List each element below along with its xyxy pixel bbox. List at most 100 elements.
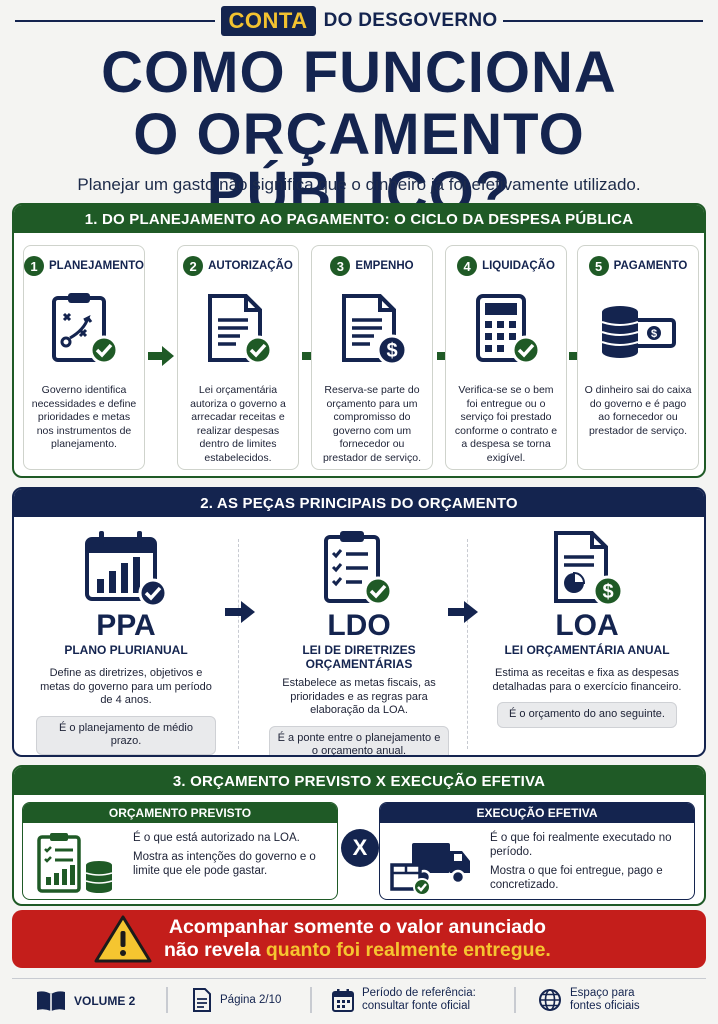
card-text-line-2: Mostra as intenções do governo e o limit… (133, 851, 316, 877)
warning-line-1: Acompanhar somente o valor anunciado (168, 916, 546, 938)
title-line-1: COMO FUNCIONA (101, 40, 617, 105)
card-title: EXECUÇÃO EFETIVA (380, 803, 694, 823)
piece-description: Define as diretrizes, objetivos e metas … (40, 667, 212, 706)
footer-sources: Espaço para fontes oficiais (538, 987, 660, 1013)
footer-volume-label: VOLUME 2 (74, 993, 136, 1008)
step-title: PAGAMENTO (613, 260, 688, 272)
piece-ppa: PPA PLANO PLURIANUAL Define as diretrize… (26, 517, 226, 755)
footer-period: Período de referência: consultar fonte o… (332, 987, 480, 1013)
piece-note: É a ponte entre o planejamento e o orçam… (269, 725, 449, 755)
arrow-right-icon (225, 601, 255, 623)
piece-name: LEI ORÇAMENTÁRIA ANUAL (504, 643, 670, 657)
versus-badge: X (341, 829, 379, 867)
calculator-check-icon (476, 294, 541, 365)
card-execucao-efetiva: EXECUÇÃO EFETIVA É o que foi realmente e… (379, 802, 695, 900)
brand-rule-right (503, 20, 704, 22)
piece-abbr: LDO (327, 609, 391, 642)
document-pie-dollar-icon: $ (554, 531, 624, 607)
column-divider (467, 539, 468, 749)
card-text-line-1: É o que foi realmente executado no perío… (490, 832, 672, 858)
book-icon (37, 991, 65, 1011)
footer-page-label: Página 2/10 (220, 993, 282, 1006)
warning-line-2-highlight: quanto foi realmente entregue. (265, 939, 551, 961)
piece-description: Estabelece as metas fiscais, as priorida… (282, 677, 436, 716)
card-text: É o que está autorizado na LOA. Mostra a… (133, 831, 333, 883)
footer-period-label: Período de referência: consultar fonte o… (362, 987, 476, 1012)
warning-line-2: não revela quanto foi realmente entregue… (164, 939, 551, 962)
step-liquidacao: 4 LIQUIDAÇÃO Verifica-se se o bem foi ent… (445, 245, 567, 470)
svg-text:$: $ (602, 581, 613, 603)
step-pagamento: 5 PAGAMENTO $ O dinheiro sai do caixa do … (577, 245, 699, 470)
section-3-heading: 3. ORÇAMENTO PREVISTO X EXECUÇÃO EFETIVA (14, 767, 704, 795)
card-title: ORÇAMENTO PREVISTO (23, 803, 337, 823)
warning-text: Acompanhar somente o valor anunciado não… (164, 916, 551, 962)
globe-icon (539, 989, 561, 1011)
step-number: 1 (24, 256, 44, 276)
clipboard-coins-icon (37, 833, 113, 893)
piece-name: LEI DE DIRETRIZES ORÇAMENTÁRIAS (302, 643, 416, 671)
step-title: PLANEJAMENTO (49, 260, 144, 272)
step-description: Reserva-se parte do orçamento para um co… (322, 384, 422, 464)
piece-note: É o planejamento de médio prazo. (36, 715, 216, 755)
step-description: Verifica-se se o bem foi entregue ou o s… (454, 384, 558, 464)
piece-note: É o orçamento do ano seguinte. (497, 702, 677, 728)
footer-sources-label: Espaço para fontes oficiais (570, 987, 640, 1012)
piece-abbr: LOA (555, 609, 619, 642)
brand-rule-left (14, 20, 215, 22)
piece-abbr: PPA (96, 609, 156, 642)
arrow-right-icon (148, 346, 174, 366)
section-budget-pieces: 2. AS PEÇAS PRINCIPAIS DO ORÇAMENTO PPA … (12, 487, 706, 757)
document-icon (193, 988, 211, 1012)
footer-divider (310, 987, 312, 1013)
brand-conta: CONTA (220, 6, 316, 36)
step-number: 2 (183, 256, 204, 276)
footer: VOLUME 2 Página 2/10 Período de referênc… (12, 978, 706, 1018)
step-title: LIQUIDAÇÃO (482, 260, 555, 272)
footer-divider (166, 987, 168, 1013)
step-empenho: 3 EMPENHO $ Reserva-se parte do orçamento… (311, 245, 433, 470)
step-title: EMPENHO (355, 260, 414, 272)
section-1-heading: 1. DO PLANEJAMENTO AO PAGAMENTO: O CICLO… (14, 205, 704, 233)
step-title: AUTORIZAÇÃO (208, 260, 293, 272)
arrow-right-icon (448, 601, 478, 623)
column-divider (238, 539, 239, 749)
step-description: O dinheiro sai do caixa do governo e é p… (584, 384, 692, 437)
card-orcamento-previsto: ORÇAMENTO PREVISTO É o que está autoriza… (22, 802, 338, 900)
page-title: COMO FUNCIONA O ORÇAMENTO PÚBLICO? (0, 44, 718, 222)
calendar-chart-icon (85, 531, 168, 608)
step-planejamento: 1 PLANEJAMENTO Governo identifica necessi… (23, 245, 145, 470)
document-check-icon (208, 294, 273, 365)
brand-desgoverno: DO DESGOVERNO (323, 10, 498, 31)
delivery-truck-icon (390, 843, 470, 895)
card-text-line-2: Mostra o que foi entregue, pago e concre… (490, 865, 663, 891)
footer-divider (514, 987, 516, 1013)
warning-triangle-icon (94, 915, 152, 963)
step-number: 4 (457, 256, 478, 276)
step-number: 3 (330, 256, 351, 276)
brand-header: CONTA DO DESGOVERNO (0, 6, 718, 36)
title-line-2: O ORÇAMENTO PÚBLICO? (133, 102, 585, 225)
section-2-heading: 2. AS PEÇAS PRINCIPAIS DO ORÇAMENTO (14, 489, 704, 517)
card-text: É o que foi realmente executado no perío… (490, 831, 690, 897)
footer-volume: VOLUME 2 (36, 990, 135, 1012)
card-text-line-1: É o que está autorizado na LOA. (133, 832, 300, 844)
step-number: 5 (588, 256, 609, 276)
piece-description: Estima as receitas e fixa as despesas de… (492, 667, 682, 693)
footer-page: Página 2/10 (192, 988, 281, 1012)
clipboard-strategy-check-icon (52, 293, 119, 365)
section-planned-vs-executed: 3. ORÇAMENTO PREVISTO X EXECUÇÃO EFETIVA… (12, 765, 706, 906)
page-subtitle: Planejar um gasto não significa que o di… (77, 175, 641, 194)
calendar-icon (332, 989, 354, 1012)
warning-banner: Acompanhar somente o valor anunciado não… (12, 910, 706, 968)
section-expense-cycle: 1. DO PLANEJAMENTO AO PAGAMENTO: O CICLO… (12, 203, 706, 478)
svg-text:$: $ (386, 340, 397, 362)
svg-text:$: $ (651, 328, 657, 340)
piece-name: PLANO PLURIANUAL (64, 643, 188, 657)
budget-pieces: PPA PLANO PLURIANUAL Define as diretrize… (14, 517, 704, 755)
document-dollar-icon: $ (342, 294, 408, 366)
warning-line-2-plain: não revela (164, 939, 266, 961)
piece-ldo: LDO LEI DE DIRETRIZES ORÇAMENTÁRIAS Esta… (254, 517, 464, 755)
step-description: Governo identifica necessidades e define… (31, 384, 137, 450)
coins-banknote-icon: $ (601, 306, 676, 358)
